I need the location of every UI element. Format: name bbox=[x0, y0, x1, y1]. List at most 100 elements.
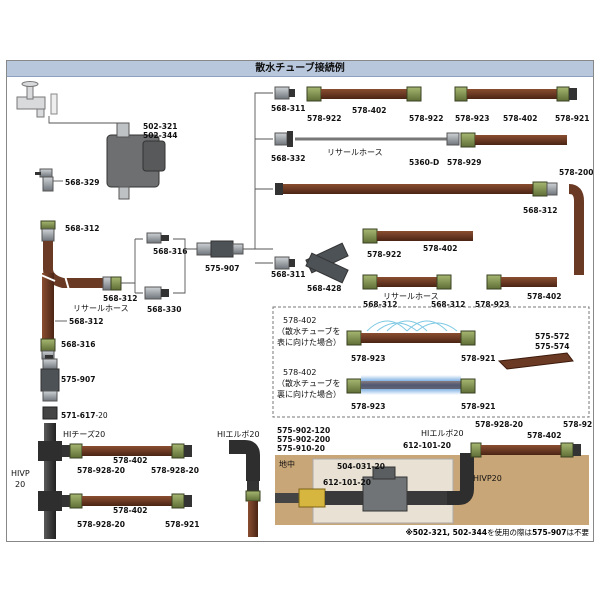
code-568-316-mid: 568-316 bbox=[153, 247, 187, 256]
front-label-2: （散水チューブを bbox=[277, 326, 341, 336]
code-568-312-row3: 568-312 bbox=[523, 206, 557, 215]
code-5360-d: 5360-D bbox=[409, 158, 439, 167]
code-612-101-20-left: 612-101-20 bbox=[323, 478, 371, 487]
code-578-921-underground: 578-921 bbox=[563, 420, 594, 429]
code-578-923-row4: 578-923 bbox=[475, 300, 509, 309]
timer-controller-icon bbox=[106, 122, 166, 200]
code-575-572: 575-572 bbox=[535, 332, 569, 341]
back-label-3: 裏に向けた場合） bbox=[277, 389, 341, 399]
coupling-568-332-icon bbox=[274, 131, 293, 147]
tee-568-428-icon bbox=[305, 242, 349, 284]
tube-left-vertical bbox=[42, 273, 54, 339]
tube-row-3 bbox=[283, 184, 533, 194]
code-578-928-20-a: 578-928-20 bbox=[77, 466, 125, 475]
code-568-312-bend: 568-312 bbox=[103, 294, 137, 303]
tube-elbow-down bbox=[248, 501, 258, 537]
lisare-hose-label-row4: リサールホース bbox=[383, 292, 439, 301]
code-578-402-underground: 578-402 bbox=[527, 431, 561, 440]
code-578-200: 578-200 bbox=[559, 168, 593, 177]
fitting-578-928-20-a-icon bbox=[69, 443, 83, 459]
hivp-right-label: HIVP20 bbox=[473, 474, 502, 483]
adapter-568-329-icon bbox=[35, 168, 54, 192]
code-568-329: 568-329 bbox=[65, 178, 99, 187]
lisare-hose-label-row2: リサールホース bbox=[327, 148, 383, 157]
code-504-031-20: 504-031-20 bbox=[337, 462, 385, 471]
coupling-578-200-icon bbox=[546, 182, 558, 196]
code-578-921-row1: 578-921 bbox=[555, 114, 589, 123]
code-578-921-back: 578-921 bbox=[461, 402, 495, 411]
code-568-428: 568-428 bbox=[307, 284, 341, 293]
valve-575-907-left-icon bbox=[40, 358, 60, 402]
code-578-922-row1-a: 578-922 bbox=[307, 114, 341, 123]
code-568-312-left-top: 568-312 bbox=[65, 224, 99, 233]
adapter-571-617-icon bbox=[42, 406, 58, 420]
back-label-1: 578-402 bbox=[283, 368, 316, 377]
code-578-921-lower-a: 578-921 bbox=[165, 520, 199, 529]
fitting-578-928-20-c-icon bbox=[69, 493, 83, 509]
hi-tee-lower-icon bbox=[38, 491, 62, 511]
front-back-box bbox=[272, 306, 590, 418]
back-label-2: （散水チューブを bbox=[277, 378, 341, 388]
valve-575-907-icon bbox=[196, 240, 244, 258]
tube-lower-a bbox=[82, 446, 172, 456]
faucet-line bbox=[48, 116, 127, 124]
tube-underground-top bbox=[481, 445, 561, 455]
fitting-578-923-a-icon bbox=[454, 86, 468, 102]
lisare-hose-label-left: リサールホース bbox=[73, 304, 129, 313]
fitting-568-312-icon bbox=[40, 220, 56, 242]
tube-row-4a bbox=[377, 231, 473, 241]
solenoid-valve-icon bbox=[362, 476, 408, 512]
code-568-332: 568-332 bbox=[271, 154, 305, 163]
fitting-568-312-bend-icon bbox=[102, 276, 122, 291]
code-578-402-lower-a: 578-402 bbox=[113, 456, 147, 465]
code-578-402-row1: 578-402 bbox=[352, 106, 386, 115]
hi-tee-label: HIチーズ20 bbox=[63, 429, 105, 439]
hi-elbow-label-left: HIエルボ20 bbox=[217, 430, 260, 439]
code-502-321: 502-321 bbox=[143, 122, 177, 131]
code-575-910-20: 575-910-20 bbox=[277, 444, 325, 453]
code-578-402-row1b: 578-402 bbox=[503, 114, 537, 123]
code-575-907-mid: 575-907 bbox=[205, 264, 239, 273]
code-578-928-20-b: 578-928-20 bbox=[151, 466, 199, 475]
code-568-330: 568-330 bbox=[147, 305, 181, 314]
code-578-922-row1-b: 578-922 bbox=[409, 114, 443, 123]
tube-row-1 bbox=[321, 89, 407, 99]
underground-label: 地中 bbox=[279, 459, 295, 469]
code-568-312-left-lower: 568-312 bbox=[69, 317, 103, 326]
tube-row-1b bbox=[467, 89, 557, 99]
footnote: ※502-321, 502-344を使用の際は575-907は不要 bbox=[405, 527, 589, 537]
hivp-right-pipe bbox=[447, 453, 474, 505]
hivp-left-label-1: HIVP bbox=[11, 469, 30, 478]
code-568-311-top: 568-311 bbox=[271, 104, 305, 113]
code-571-617: 571-617-20 bbox=[61, 411, 108, 420]
code-578-929: 578-929 bbox=[447, 158, 481, 167]
tube-left-bend bbox=[43, 241, 103, 288]
tube-row-3-down bbox=[568, 184, 584, 275]
hivp-left-label-2: 20 bbox=[15, 480, 25, 489]
tube-row-4b bbox=[501, 277, 557, 287]
tube-row-2 bbox=[475, 135, 567, 145]
connection-diagram: 502-321 502-344 568-329 568-312 568-312 … bbox=[11, 81, 594, 539]
coupling-568-330-icon bbox=[144, 286, 169, 300]
branch-lines bbox=[243, 92, 273, 264]
hivp-pipe-left bbox=[44, 423, 56, 539]
code-568-312-row4a: 568-312 bbox=[363, 300, 397, 309]
coupling-568-311-top-icon bbox=[274, 86, 295, 100]
spray-arc-icon bbox=[366, 320, 458, 332]
coupling-568-316-icon bbox=[146, 232, 169, 244]
code-612-101-20-right: 612-101-20 bbox=[403, 441, 451, 450]
code-568-312-row4b: 568-312 bbox=[431, 300, 465, 309]
code-578-922-row4: 578-922 bbox=[367, 250, 401, 259]
hi-elbow-label-right: HIエルボ20 bbox=[421, 429, 464, 438]
code-575-574: 575-574 bbox=[535, 342, 569, 351]
hi-elbow-icon bbox=[229, 440, 260, 481]
ball-valve-icon bbox=[298, 488, 326, 508]
code-578-921-front: 578-921 bbox=[461, 354, 495, 363]
fitting-578-929-icon bbox=[460, 132, 476, 148]
code-578-402-lower-b: 578-402 bbox=[113, 506, 147, 515]
code-578-928-20-c: 578-928-20 bbox=[77, 520, 125, 529]
hi-tee-icon bbox=[38, 441, 62, 461]
code-578-923-front: 578-923 bbox=[351, 354, 385, 363]
front-label-3: 表に向けた場合） bbox=[277, 337, 341, 347]
diagram-title: 散水チューブ接続例 bbox=[7, 61, 593, 77]
